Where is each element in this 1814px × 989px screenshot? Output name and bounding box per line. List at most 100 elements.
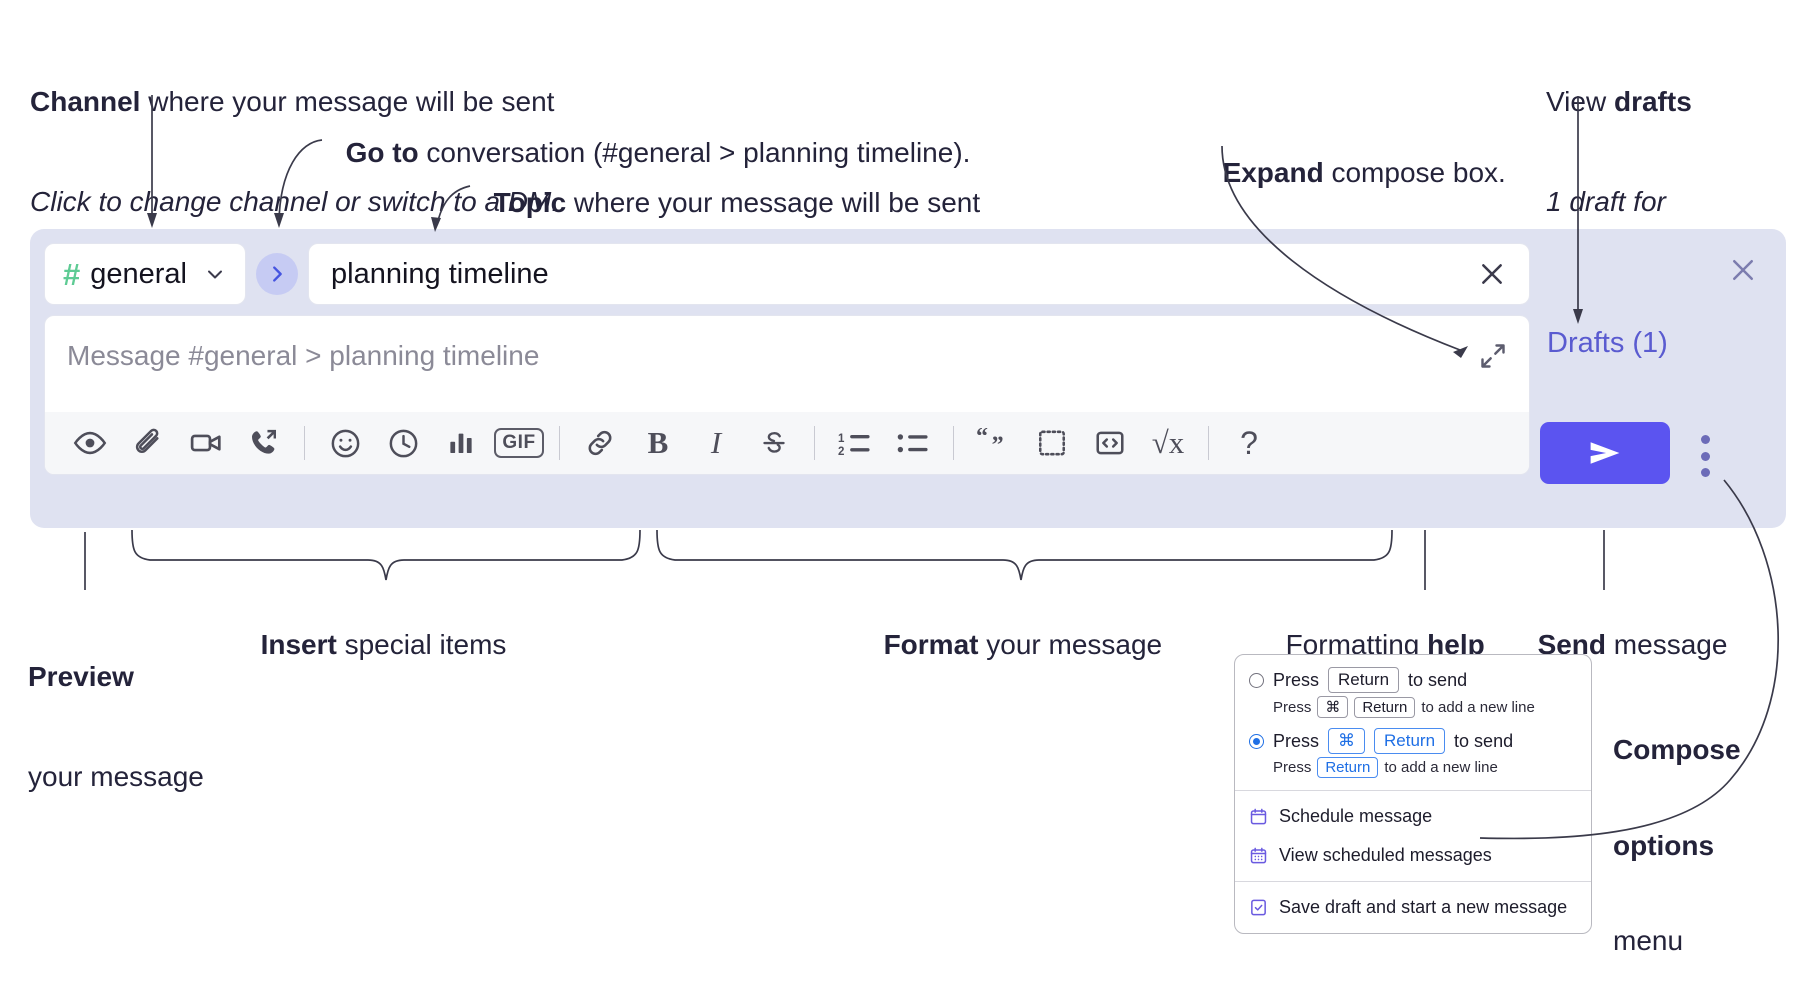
gif-icon[interactable]: GIF: [490, 417, 548, 469]
send-option-cmd-press: Press: [1273, 730, 1320, 751]
code-icon[interactable]: [1081, 417, 1139, 469]
annotation-insert-rest: special items: [336, 628, 507, 660]
annotation-format: Format your message: [868, 597, 1163, 661]
italic-label: I: [710, 425, 722, 460]
hash-icon: #: [63, 256, 81, 292]
annotation-drafts-lead: View: [1546, 85, 1614, 117]
menu-item-save-draft[interactable]: Save draft and start a new message: [1235, 888, 1591, 927]
bold-label: B: [647, 425, 669, 460]
save-draft-icon: [1249, 898, 1268, 917]
annotation-compose-options: Compose options menu: [1613, 670, 1741, 989]
gif-label: GIF: [494, 428, 544, 458]
radio-return[interactable]: [1249, 672, 1264, 688]
svg-text:“: “: [976, 428, 988, 450]
annotation-preview: Preview your message: [28, 597, 204, 824]
expand-button[interactable]: [1471, 334, 1515, 378]
svg-text:2: 2: [838, 446, 844, 458]
annotation-compose-options-bold2: options: [1613, 829, 1715, 861]
blockquote-icon[interactable]: “”: [965, 417, 1023, 469]
annotation-expand-rest: compose box.: [1323, 156, 1506, 188]
poll-icon[interactable]: [432, 417, 490, 469]
send-option-cmd-tail: to send: [1454, 730, 1514, 751]
send-option-cmd-return[interactable]: Press ⌘ Return to send: [1249, 728, 1577, 754]
calendar-icon: [1249, 807, 1268, 826]
message-box: Message #general > planning timeline: [44, 315, 1530, 475]
clear-topic-button[interactable]: [1469, 251, 1515, 297]
sub-press: Press: [1273, 698, 1312, 716]
annotation-expand-bold: Expand: [1222, 156, 1324, 188]
send-icon: [1590, 442, 1620, 464]
menu-item-view-scheduled-messages[interactable]: View scheduled messages: [1235, 836, 1591, 875]
menu-divider: [1235, 881, 1591, 882]
preview-icon[interactable]: [61, 417, 119, 469]
attachment-icon[interactable]: [119, 417, 177, 469]
message-input[interactable]: Message #general > planning timeline: [45, 316, 1529, 412]
kebab-dot: [1700, 468, 1710, 477]
audio-clip-icon[interactable]: [235, 417, 293, 469]
formatting-toolbar: GIF B I: [45, 412, 1529, 474]
annotation-compose-options-rest: menu: [1613, 925, 1684, 957]
annotation-send-rest: message: [1606, 628, 1728, 660]
menu-item-label: Save draft and start a new message: [1279, 897, 1568, 917]
svg-text:”: ”: [992, 433, 1004, 458]
sub-tail: to add a new line: [1421, 698, 1535, 716]
svg-text:1: 1: [838, 433, 845, 445]
link-icon[interactable]: [571, 417, 629, 469]
annotation-formatting-help: Formatting help: [1270, 597, 1485, 661]
compose-options-button[interactable]: [1692, 435, 1718, 477]
toolbar-separator: [1208, 426, 1209, 460]
math-label: √x: [1151, 425, 1185, 460]
compose-options-menu: Press Return to send Press ⌘ Return to a…: [1234, 654, 1592, 934]
key-return: Return: [1317, 757, 1379, 778]
bold-icon[interactable]: B: [629, 417, 687, 469]
annotation-goto: Go to conversation (#general > planning …: [330, 105, 971, 169]
toolbar-separator: [304, 426, 305, 460]
annotation-goto-rest: conversation (#general > planning timeli…: [418, 136, 971, 168]
channel-name: general: [90, 257, 187, 290]
radio-cmd-return[interactable]: [1249, 733, 1264, 749]
topic-value: planning timeline: [331, 257, 549, 290]
annotation-channel-bold: Channel: [30, 85, 141, 117]
annotation-insert: Insert special items: [245, 597, 507, 661]
topic-field[interactable]: planning timeline: [308, 243, 1530, 305]
drafts-link[interactable]: Drafts (1): [1547, 327, 1668, 359]
code-block-icon[interactable]: [1023, 417, 1081, 469]
compose-panel: # general planning timeline Message #gen…: [30, 229, 1786, 528]
channel-selector[interactable]: # general: [44, 243, 246, 305]
annotation-preview-bold: Preview: [28, 660, 134, 692]
formatting-help-icon[interactable]: ?: [1220, 417, 1278, 469]
send-option-cmd-sub: Press Return to add a new line: [1273, 757, 1577, 778]
toolbar-separator: [814, 426, 815, 460]
annotation-insert-bold: Insert: [260, 628, 337, 660]
compose-inner: # general planning timeline Message #gen…: [44, 243, 1530, 475]
go-to-conversation-button[interactable]: [256, 253, 298, 295]
annotation-channel-rest: where your message will be sent: [140, 85, 555, 117]
annotation-drafts-sub1: 1 draft for: [1546, 185, 1666, 217]
math-icon[interactable]: √x: [1139, 417, 1197, 469]
menu-item-label: Schedule message: [1279, 806, 1433, 826]
send-button[interactable]: [1540, 422, 1670, 484]
sub-tail: to add a new line: [1384, 759, 1498, 776]
emoji-icon[interactable]: [316, 417, 374, 469]
strikethrough-icon[interactable]: [745, 417, 803, 469]
bulleted-list-icon[interactable]: [884, 417, 942, 469]
key-return: Return: [1374, 728, 1446, 754]
annotation-expand: Expand compose box.: [1207, 125, 1506, 189]
sub-press: Press: [1273, 759, 1312, 776]
key-return: Return: [1328, 667, 1400, 693]
annotation-preview-sub: your message: [28, 760, 204, 792]
send-option-return[interactable]: Press Return to send: [1249, 667, 1577, 693]
video-clip-icon[interactable]: [177, 417, 235, 469]
menu-item-schedule-message[interactable]: Schedule message: [1235, 797, 1591, 836]
toolbar-separator: [559, 426, 560, 460]
chevron-down-icon: [203, 262, 227, 286]
schedule-clock-icon[interactable]: [374, 417, 432, 469]
key-return: Return: [1354, 696, 1416, 718]
annotation-topic: Topic where your message will be sent: [478, 155, 981, 219]
kebab-dot: [1700, 451, 1710, 461]
close-compose-button[interactable]: [1720, 247, 1766, 293]
send-option-return-press: Press: [1273, 669, 1320, 690]
italic-icon[interactable]: I: [687, 417, 745, 469]
key-cmd: ⌘: [1317, 696, 1349, 718]
